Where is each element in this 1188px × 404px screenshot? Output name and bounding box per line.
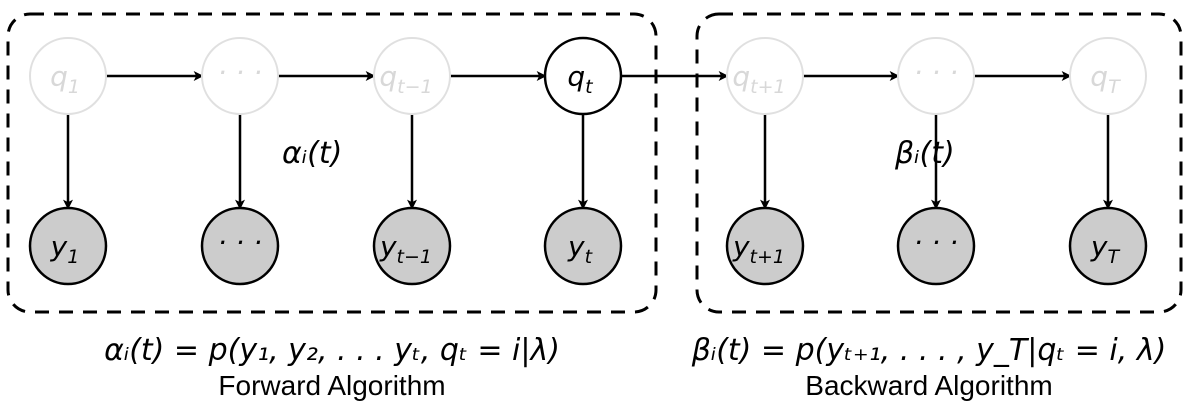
backward-formula: βᵢ(t) = p(yₜ₊₁, . . . , y_T|qₜ = i, λ) [691, 333, 1167, 368]
observed-node-circle [28, 206, 108, 286]
hidden-node-circle [543, 36, 623, 116]
backward-box [695, 12, 1183, 314]
observed-node-circle [725, 206, 805, 286]
observed-node-y-dots-1: · · · [200, 206, 280, 286]
backward-caption: Backward Algorithm [805, 370, 1052, 401]
hidden-node-circle [29, 37, 107, 115]
observed-node-y-dots-2: · · · [896, 206, 976, 286]
hidden-node-q-tm1: qt−1 [373, 37, 451, 115]
observed-node-y-t: yt [543, 206, 623, 286]
hidden-node-q-tp1: qt+1 [726, 37, 804, 115]
observed-node-circle [896, 206, 976, 286]
beta-inline-label: βᵢ(t) [894, 136, 955, 171]
forward-caption: Forward Algorithm [218, 370, 445, 401]
observed-node-circle [1068, 206, 1148, 286]
hidden-node-circle [897, 37, 975, 115]
alpha-inline-label: αᵢ(t) [282, 136, 342, 171]
observed-node-y1: y1 [28, 206, 108, 286]
forward-formula: αᵢ(t) = p(y₁, y₂, . . . yₜ, qₜ = i|λ) [104, 333, 560, 368]
q-t-label: qt [567, 60, 594, 98]
observed-node-circle [372, 206, 452, 286]
nodes: q1 · · · qt−1 qt qt+1 · · · qT y1 · · · yt−1 yt yt+… [28, 36, 1148, 286]
q-T-label: qT [1090, 60, 1121, 98]
hidden-node-q-dots-2: · · · [897, 37, 975, 115]
y-T-label: yT [1090, 230, 1121, 268]
hidden-node-circle [726, 37, 804, 115]
y-dots-1-label: · · · [218, 226, 263, 259]
observed-node-y-T: yT [1068, 206, 1148, 286]
edges [63, 71, 1113, 210]
observed-node-circle [200, 206, 280, 286]
forward-box [6, 12, 658, 314]
y-tp1-label: yt+1 [732, 230, 785, 268]
hidden-node-q-dots-1: · · · [201, 37, 279, 115]
q-tp1-label: qt+1 [732, 60, 785, 98]
hidden-node-q-t: qt [543, 36, 623, 116]
q-dots-1-label: · · · [218, 56, 263, 89]
observed-node-circle [543, 206, 623, 286]
hidden-node-circle [373, 37, 451, 115]
y-dots-2-label: · · · [914, 226, 959, 259]
y1-label: y1 [50, 230, 80, 268]
hidden-node-circle [1069, 37, 1147, 115]
observed-node-y-tp1: yt+1 [725, 206, 805, 286]
observed-node-y-tm1: yt−1 [372, 206, 452, 286]
q1-label: q1 [50, 60, 80, 98]
hidden-node-circle [201, 37, 279, 115]
hidden-node-q-T: qT [1069, 37, 1147, 115]
y-tm1-label: yt−1 [379, 230, 432, 268]
y-t-label: yt [567, 230, 594, 268]
hidden-node-q1: q1 [29, 37, 107, 115]
q-dots-2-label: · · · [914, 56, 959, 89]
q-tm1-label: qt−1 [379, 60, 432, 98]
